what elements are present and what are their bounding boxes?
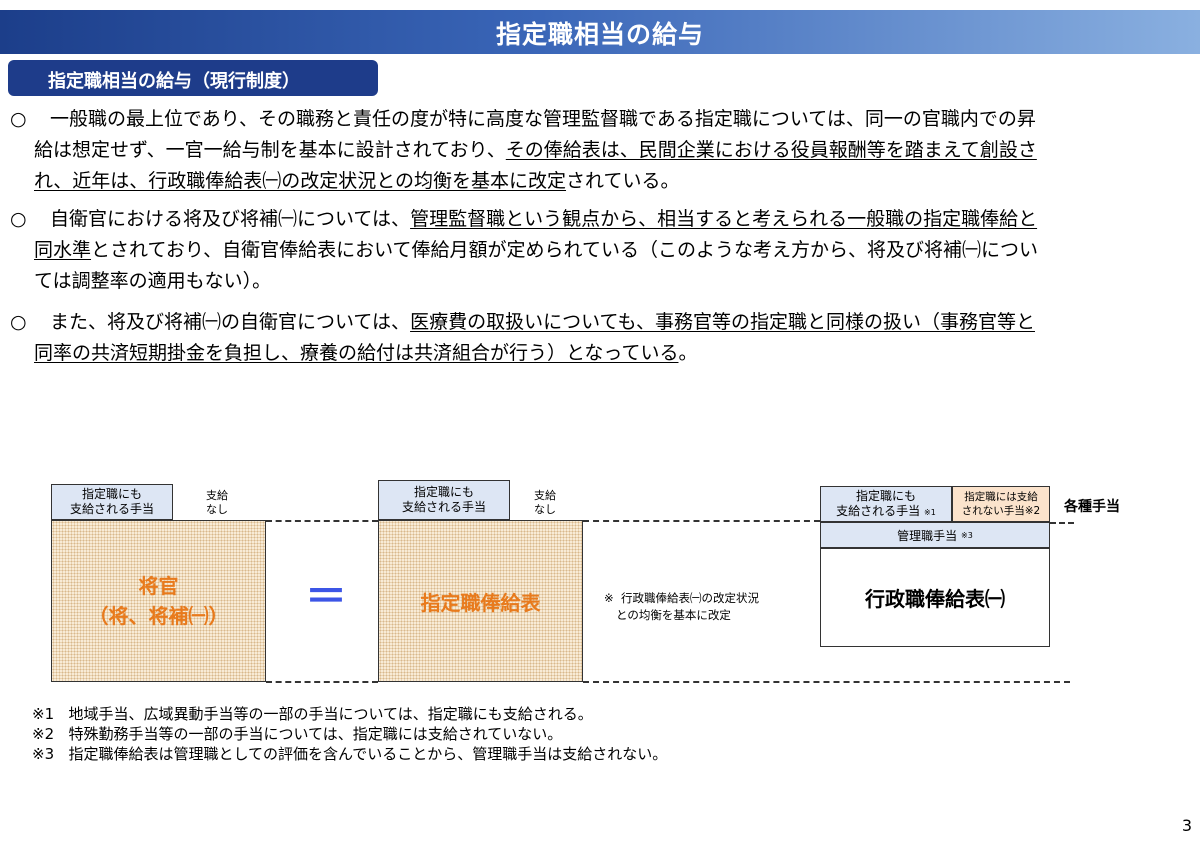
left-no-payment-label: 支給 なし bbox=[194, 489, 240, 517]
right-hdr-a-note: ※1 bbox=[924, 507, 936, 517]
middle-main-box: 指定職俸給表 bbox=[378, 520, 583, 682]
left-main-line1: 将官 bbox=[138, 574, 179, 598]
p3-line2b: 。 bbox=[678, 342, 698, 364]
mgmt-note: ※3 bbox=[961, 530, 973, 540]
footnote-1-mark: ※1 bbox=[32, 705, 55, 723]
middle-main-label: 指定職俸給表 bbox=[420, 590, 541, 615]
right-allowance-header-b: 指定職には支給されない手当※2 bbox=[952, 486, 1050, 522]
section-label: 指定職相当の給与（現行制度） bbox=[48, 71, 300, 92]
left-main-line2: （将、将補㈠） bbox=[88, 604, 229, 628]
right-hdr-a-line2: 支給される手当 bbox=[836, 503, 921, 518]
p2-line1a: 自衛官における将及び将補㈠については、 bbox=[50, 208, 411, 230]
right-main-label: 行政職俸給表㈠ bbox=[865, 587, 1005, 611]
right-hdr-b-line1: 指定職には支給 bbox=[964, 491, 1038, 503]
footnote-2: ※2 特殊勤務手当等の一部の手当については、指定職には支給されていない。 bbox=[32, 724, 562, 744]
section-tab: 指定職相当の給与（現行制度） bbox=[8, 60, 378, 96]
right-allowance-header-a: 指定職にも 支給される手当 ※1 bbox=[820, 486, 952, 522]
right-hdr-a-line1: 指定職にも bbox=[855, 488, 916, 503]
footnote-1: ※1 地域手当、広域異動手当等の一部の手当については、指定職にも支給される。 bbox=[32, 704, 593, 724]
mgmt-label: 管理職手当 bbox=[897, 528, 958, 543]
footnote-3: ※3 指定職俸給表は管理職としての評価を含んでいることから、管理職手当は支給され… bbox=[32, 744, 667, 764]
various-allowances-label: 各種手当 bbox=[1064, 499, 1120, 515]
p2-line2-underlined: 同水準 bbox=[34, 239, 92, 261]
dashed-line-bottom-right bbox=[583, 681, 1070, 683]
dashed-line-top-left bbox=[266, 520, 378, 522]
p1-line2-underlined: その俸給表は、民間企業における役員報酬等を踏まえて創設さ bbox=[505, 139, 1037, 161]
bullet-icon: ○ bbox=[10, 311, 27, 333]
p2-line2b: とされており、自衛官俸給表において俸給月額が定められている（このような考え方から… bbox=[91, 239, 1038, 261]
p3-line2-underlined: 同率の共済短期掛金を負担し、療養の給付は共済組合が行う）となっている bbox=[34, 342, 679, 364]
left-hdr-line2: 支給される手当 bbox=[69, 502, 154, 516]
left-nopay-line2: なし bbox=[206, 503, 228, 516]
revision-note: ※ 行政職俸給表㈠の改定状況 との均衡を基本に改定 bbox=[604, 590, 804, 624]
paragraph-1: ○ 一般職の最上位であり、その職務と責任の度が特に高度な管理監督職である指定職につ… bbox=[10, 104, 1182, 197]
bullet-icon: ○ bbox=[10, 108, 27, 130]
paragraph-2: ○ 自衛官における将及び将補㈠については、管理監督職という観点から、相当すると考え… bbox=[10, 204, 1182, 297]
mid-nopay-line2: なし bbox=[534, 503, 556, 516]
dashed-line-top-right bbox=[583, 520, 820, 522]
mid-hdr-line1: 指定職にも bbox=[413, 485, 474, 499]
p1-line3-underlined: れ、近年は、行政職俸給表㈠の改定状況との均衡を基本に改定 bbox=[34, 170, 567, 192]
p2-line1-underlined: 管理監督職という観点から、相当すると考えられる一般職の指定職俸給と bbox=[410, 208, 1038, 230]
p1-line2a: 給は想定せず、一官一給与制を基本に設計されており、 bbox=[34, 139, 506, 161]
management-allowance-row: 管理職手当 ※3 bbox=[820, 522, 1050, 548]
note-mark: ※ bbox=[604, 591, 614, 605]
right-main-box: 行政職俸給表㈠ bbox=[820, 548, 1050, 647]
footnote-3-text: 指定職俸給表は管理職としての評価を含んでいることから、管理職手当は支給されない。 bbox=[68, 745, 668, 763]
middle-no-payment-label: 支給 なし bbox=[522, 489, 568, 517]
p3-line1-underlined: 医療費の取扱いについても、事務官等の指定職と同様の扱い（事務官等と bbox=[410, 311, 1035, 333]
dashed-line-top-end bbox=[1050, 522, 1074, 524]
left-nopay-line1: 支給 bbox=[206, 489, 228, 502]
equals-sign: ＝ bbox=[304, 572, 347, 621]
p1-line3b: されている。 bbox=[566, 170, 680, 192]
title-bar: 指定職相当の給与 bbox=[0, 10, 1200, 54]
paragraph-3: ○ また、将及び将補㈠の自衛官については、医療費の取扱いについても、事務官等の指定… bbox=[10, 307, 1182, 369]
left-hdr-line1: 指定職にも bbox=[81, 487, 142, 501]
footnote-2-mark: ※2 bbox=[32, 725, 55, 743]
middle-allowance-header: 指定職にも支給される手当 bbox=[378, 480, 510, 520]
footnote-2-text: 特殊勤務手当等の一部の手当については、指定職には支給されていない。 bbox=[68, 725, 563, 743]
right-hdr-b-line2: されない手当※2 bbox=[961, 505, 1041, 517]
page-number: 3 bbox=[1181, 816, 1192, 835]
mid-nopay-line1: 支給 bbox=[534, 489, 556, 502]
page-title: 指定職相当の給与 bbox=[495, 20, 704, 49]
mid-hdr-line2: 支給される手当 bbox=[401, 500, 486, 514]
p2-line3: ては調整率の適用もない）。 bbox=[34, 270, 272, 292]
left-allowance-header: 指定職にも支給される手当 bbox=[51, 484, 173, 520]
note-line2: との均衡を基本に改定 bbox=[616, 608, 731, 622]
bullet-icon: ○ bbox=[10, 208, 27, 230]
dashed-line-bottom-left bbox=[266, 681, 378, 683]
note-line1: 行政職俸給表㈠の改定状況 bbox=[620, 591, 759, 605]
footnote-1-text: 地域手当、広域異動手当等の一部の手当については、指定職にも支給される。 bbox=[68, 705, 593, 723]
p3-line1a: また、将及び将補㈠の自衛官については、 bbox=[50, 311, 411, 333]
left-main-box: 将官 （将、将補㈠） bbox=[51, 520, 266, 682]
footnote-3-mark: ※3 bbox=[32, 745, 55, 763]
p1-line1: 一般職の最上位であり、その職務と責任の度が特に高度な管理監督職である指定職につい… bbox=[50, 108, 1036, 130]
